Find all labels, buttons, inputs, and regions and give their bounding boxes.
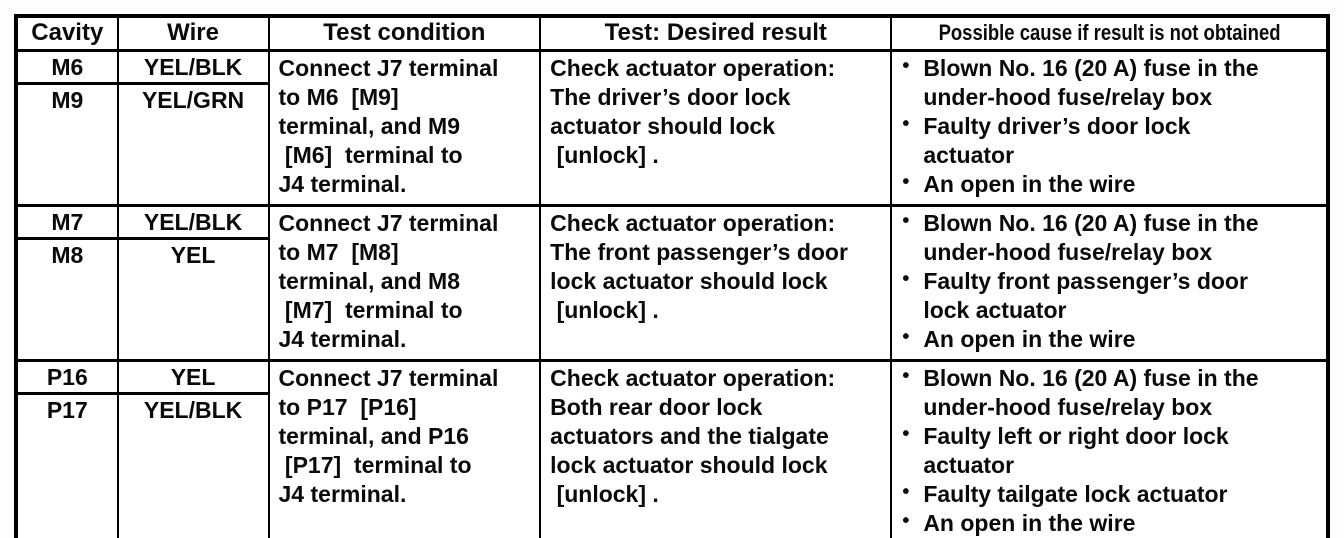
bullet-icon: • (902, 55, 910, 77)
cause-item: • Blown No. 16 (20 A) fuse in the under-h… (899, 364, 1322, 422)
cause-text: An open in the wire (923, 171, 1136, 197)
bullet-icon: • (902, 113, 910, 135)
door-lock-troubleshooting-table: Cavity Wire Test condition Test: Desired… (14, 14, 1330, 538)
col-header-test-condition: Test condition (267, 16, 542, 52)
test-condition-cell: Connect J7 terminal to M7 [M8] terminal,… (267, 204, 542, 361)
bullet-icon: • (902, 510, 910, 532)
cause-text: Faulty front passenger’s door lock actua… (923, 268, 1248, 323)
table-row-m7-m8: M7 YEL/BLK Connect J7 terminal to M7 [M8… (15, 204, 1329, 361)
bullet-icon: • (902, 171, 910, 193)
bullet-icon: • (902, 268, 910, 290)
desired-result-cell: Check actuator operation: The driver’s d… (539, 49, 893, 206)
cavity-value: M8 (15, 238, 119, 361)
cause-item: • Faulty left or right door lock actuator (899, 422, 1322, 480)
cavity-value: M6 (15, 49, 119, 85)
bullet-icon: • (902, 423, 910, 445)
cause-text: Faulty left or right door lock actuator (923, 423, 1229, 478)
cavity-value: P17 (15, 393, 119, 538)
wire-value: YEL/BLK (116, 204, 270, 240)
wire-value: YEL/BLK (116, 49, 270, 85)
header-row: Cavity Wire Test condition Test: Desired… (15, 16, 1329, 52)
col-header-desired-result: Test: Desired result (539, 16, 893, 52)
possible-causes-cell: • Blown No. 16 (20 A) fuse in the under-h… (890, 49, 1329, 206)
wire-value: YEL (116, 238, 270, 361)
cause-text: Blown No. 16 (20 A) fuse in the under-ho… (923, 55, 1259, 110)
cause-item: • An open in the wire (899, 325, 1322, 354)
cause-text: Faulty driver’s door lock actuator (923, 113, 1191, 168)
table-subrow-m8: M8 YEL (15, 238, 1328, 361)
wire-value: YEL/GRN (116, 83, 270, 206)
cause-item: • Blown No. 16 (20 A) fuse in the under-h… (899, 209, 1322, 267)
wire-value: YEL/BLK (116, 393, 270, 538)
cause-item: • An open in the wire (899, 170, 1322, 199)
col-header-wire: Wire (116, 16, 270, 52)
desired-result-cell: Check actuator operation: The front pass… (539, 204, 893, 361)
cause-item: • Faulty tailgate lock actuator (899, 480, 1322, 509)
bullet-icon: • (902, 210, 910, 232)
possible-causes-cell: • Blown No. 16 (20 A) fuse in the under-h… (890, 359, 1329, 538)
bullet-icon: • (902, 365, 910, 387)
cause-item: • Blown No. 16 (20 A) fuse in the under-h… (899, 54, 1322, 112)
desired-result-cell: Check actuator operation: Both rear door… (539, 359, 893, 538)
table-row-m6-m9: M6 YEL/BLK Connect J7 terminal to M6 [M9… (15, 49, 1329, 206)
col-header-possible-cause: Possible cause if result is not obtained (890, 16, 1329, 52)
cavity-value: P16 (15, 359, 119, 395)
bullet-icon: • (902, 481, 910, 503)
table-row-p16-p17: P16 YEL Connect J7 terminal to P17 [P16]… (15, 359, 1329, 538)
bullet-icon: • (902, 326, 910, 348)
col-header-possible-cause-label: Possible cause if result is not obtained (938, 20, 1281, 45)
cause-text: An open in the wire (923, 510, 1136, 536)
test-condition-cell: Connect J7 terminal to M6 [M9] terminal,… (267, 49, 542, 206)
cause-item: • An open in the wire (899, 509, 1322, 538)
cause-text: Faulty tailgate lock actuator (923, 481, 1228, 507)
cavity-value: M7 (15, 204, 119, 240)
cause-text: Blown No. 16 (20 A) fuse in the under-ho… (923, 210, 1259, 265)
cause-item: • Faulty driver’s door lock actuator (899, 112, 1322, 170)
table-subrow-m9: M9 YEL/GRN (15, 83, 1328, 206)
possible-causes-cell: • Blown No. 16 (20 A) fuse in the under-h… (890, 204, 1329, 361)
cause-text: Blown No. 16 (20 A) fuse in the under-ho… (923, 365, 1259, 420)
table-subrow-p17: P17 YEL/BLK (15, 393, 1328, 538)
cause-text: An open in the wire (923, 326, 1136, 352)
wire-value: YEL (116, 359, 270, 395)
cause-item: • Faulty front passenger’s door lock actu… (899, 267, 1322, 325)
test-condition-cell: Connect J7 terminal to P17 [P16] termina… (267, 359, 542, 538)
col-header-cavity: Cavity (15, 16, 119, 52)
cavity-value: M9 (15, 83, 119, 206)
